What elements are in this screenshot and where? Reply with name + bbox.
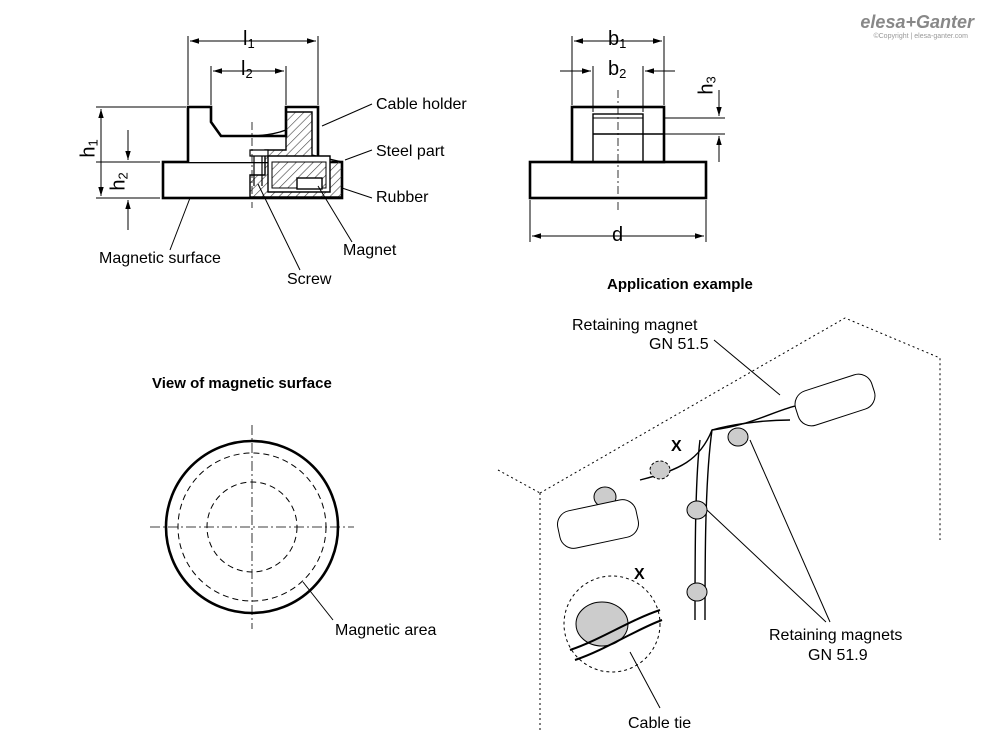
section-dimensions: [96, 36, 373, 271]
dim-h1: h1: [77, 139, 101, 158]
label-retaining-magnet-model: GN 51.5: [649, 336, 709, 353]
section-view: [161, 105, 344, 208]
copyright-text: ©Copyright | elesa-ganter.com: [873, 33, 968, 40]
label-magnetic-surface: Magnetic surface: [99, 250, 221, 267]
side-view: [528, 90, 708, 212]
label-magnet: Magnet: [343, 242, 397, 259]
label-detail-x-bottom: X: [634, 566, 645, 583]
dim-l1: l1: [243, 28, 255, 51]
dim-l2: l2: [241, 58, 253, 81]
dim-h2: h2: [107, 172, 131, 191]
label-magnetic-area: Magnetic area: [335, 622, 437, 639]
title-view-magnetic-surface: View of magnetic surface: [152, 375, 332, 392]
label-cable-holder: Cable holder: [376, 96, 467, 113]
side-dimensions: [529, 36, 725, 242]
dim-b1: b1: [608, 28, 627, 51]
label-cable-tie: Cable tie: [628, 715, 692, 732]
application-example: [497, 317, 941, 730]
label-steel-part: Steel part: [376, 143, 445, 160]
label-screw: Screw: [287, 271, 332, 288]
title-application-example: Application example: [607, 276, 753, 293]
label-detail-x-top: X: [671, 438, 682, 455]
label-retaining-magnets: Retaining magnets: [769, 627, 903, 644]
dim-d: d: [612, 224, 624, 246]
label-rubber: Rubber: [376, 189, 429, 206]
label-retaining-magnet: Retaining magnet: [572, 317, 698, 334]
dim-b2: b2: [608, 58, 627, 81]
label-retaining-magnets-model: GN 51.9: [808, 647, 868, 664]
magnetic-surface-view: [150, 425, 354, 629]
brand-logo: elesa+Ganter: [860, 12, 974, 32]
dim-h3: h3: [695, 76, 719, 95]
